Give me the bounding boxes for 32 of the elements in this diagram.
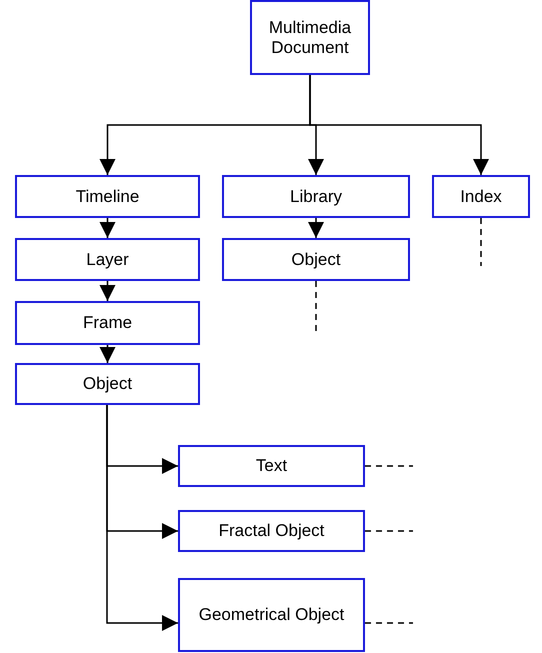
box-label: Index bbox=[460, 186, 502, 206]
dashed-line bbox=[365, 622, 413, 624]
box bbox=[178, 578, 365, 652]
dashed-line bbox=[365, 465, 413, 467]
dashed-line bbox=[480, 218, 482, 266]
box bbox=[178, 510, 365, 552]
box bbox=[250, 0, 370, 75]
box-label: Object bbox=[82, 374, 132, 394]
dashed-line bbox=[365, 530, 413, 532]
box-label: Timeline bbox=[76, 186, 140, 206]
box-label: Text bbox=[256, 456, 288, 476]
box bbox=[15, 363, 200, 405]
arrow bbox=[106, 405, 178, 631]
box bbox=[178, 445, 365, 487]
box bbox=[15, 238, 200, 281]
arrow bbox=[100, 218, 116, 238]
arrow bbox=[100, 281, 116, 301]
box-label: Multimedia Document bbox=[268, 18, 352, 58]
box-label: Fractal Object bbox=[218, 521, 324, 541]
box-label: Layer bbox=[86, 250, 129, 270]
box bbox=[15, 175, 200, 218]
box-label: Geometrical Object bbox=[198, 605, 344, 625]
arrow bbox=[100, 345, 116, 363]
box bbox=[15, 301, 200, 345]
arrow bbox=[308, 218, 324, 238]
box bbox=[222, 238, 410, 281]
box bbox=[222, 175, 410, 218]
box-label: Library bbox=[290, 186, 342, 206]
arrow bbox=[309, 75, 489, 175]
box-label: Object bbox=[291, 250, 341, 270]
box bbox=[432, 175, 530, 218]
box-label: Frame bbox=[82, 313, 132, 333]
